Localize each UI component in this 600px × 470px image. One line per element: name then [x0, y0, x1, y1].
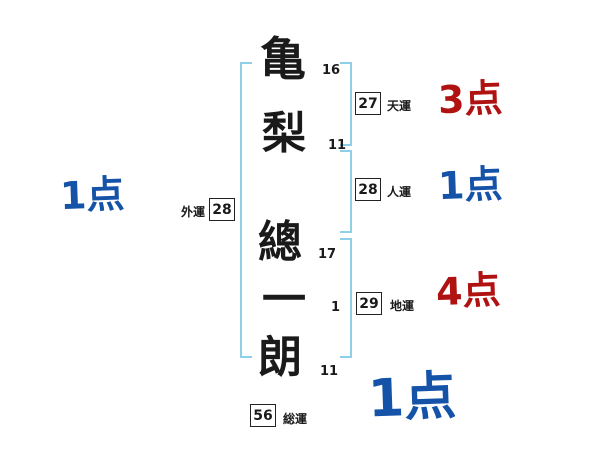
name-char-5: 朗: [258, 332, 302, 383]
name-char-2: 梨: [262, 108, 306, 159]
tenun-score: 3点: [437, 75, 504, 123]
name-char-4: 一: [262, 274, 306, 325]
jinun-value-box: 28: [355, 178, 381, 201]
name-char-1-strokes: 16: [322, 63, 341, 78]
gaiun-bracket: [240, 62, 252, 358]
jinun-score: 1点: [437, 161, 504, 209]
name-char-2-strokes: 11: [328, 138, 347, 153]
name-char-1: 亀: [260, 32, 306, 86]
chiun-bracket: [340, 238, 352, 358]
name-char-3: 總: [258, 217, 302, 268]
chiun-score: 4点: [435, 267, 502, 315]
jinun-bracket: [340, 150, 352, 233]
chiun-value-box: 29: [356, 292, 382, 315]
name-char-4-strokes: 1: [331, 300, 341, 315]
gaiun-score: 1点: [59, 171, 126, 219]
gaiun-value-box: 28: [209, 198, 235, 221]
soun-score: 1点: [366, 366, 458, 430]
tenun-label: 天運: [387, 99, 412, 113]
soun-value-box: 56: [250, 404, 276, 427]
soun-label: 総運: [283, 412, 308, 426]
tenun-value-box: 27: [355, 92, 381, 115]
chiun-label: 地運: [390, 299, 415, 313]
gaiun-label: 外運: [181, 205, 206, 219]
jinun-label: 人運: [387, 185, 412, 199]
name-char-3-strokes: 17: [318, 247, 337, 262]
name-char-5-strokes: 11: [320, 364, 339, 379]
tenun-bracket: [340, 62, 352, 146]
